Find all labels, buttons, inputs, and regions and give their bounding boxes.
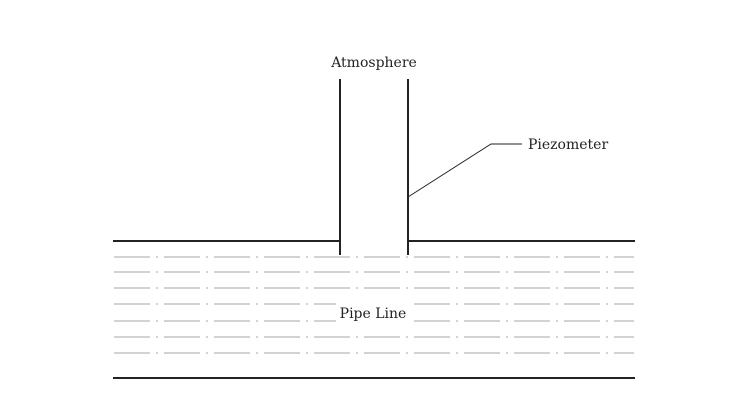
piezometer-leader-line — [407, 143, 522, 198]
piezometer-label: Piezometer — [528, 137, 608, 153]
pipe-label-mask — [336, 302, 410, 324]
atmosphere-label: Atmosphere — [330, 55, 417, 71]
pipe-line-label: Pipe Line — [340, 306, 407, 322]
